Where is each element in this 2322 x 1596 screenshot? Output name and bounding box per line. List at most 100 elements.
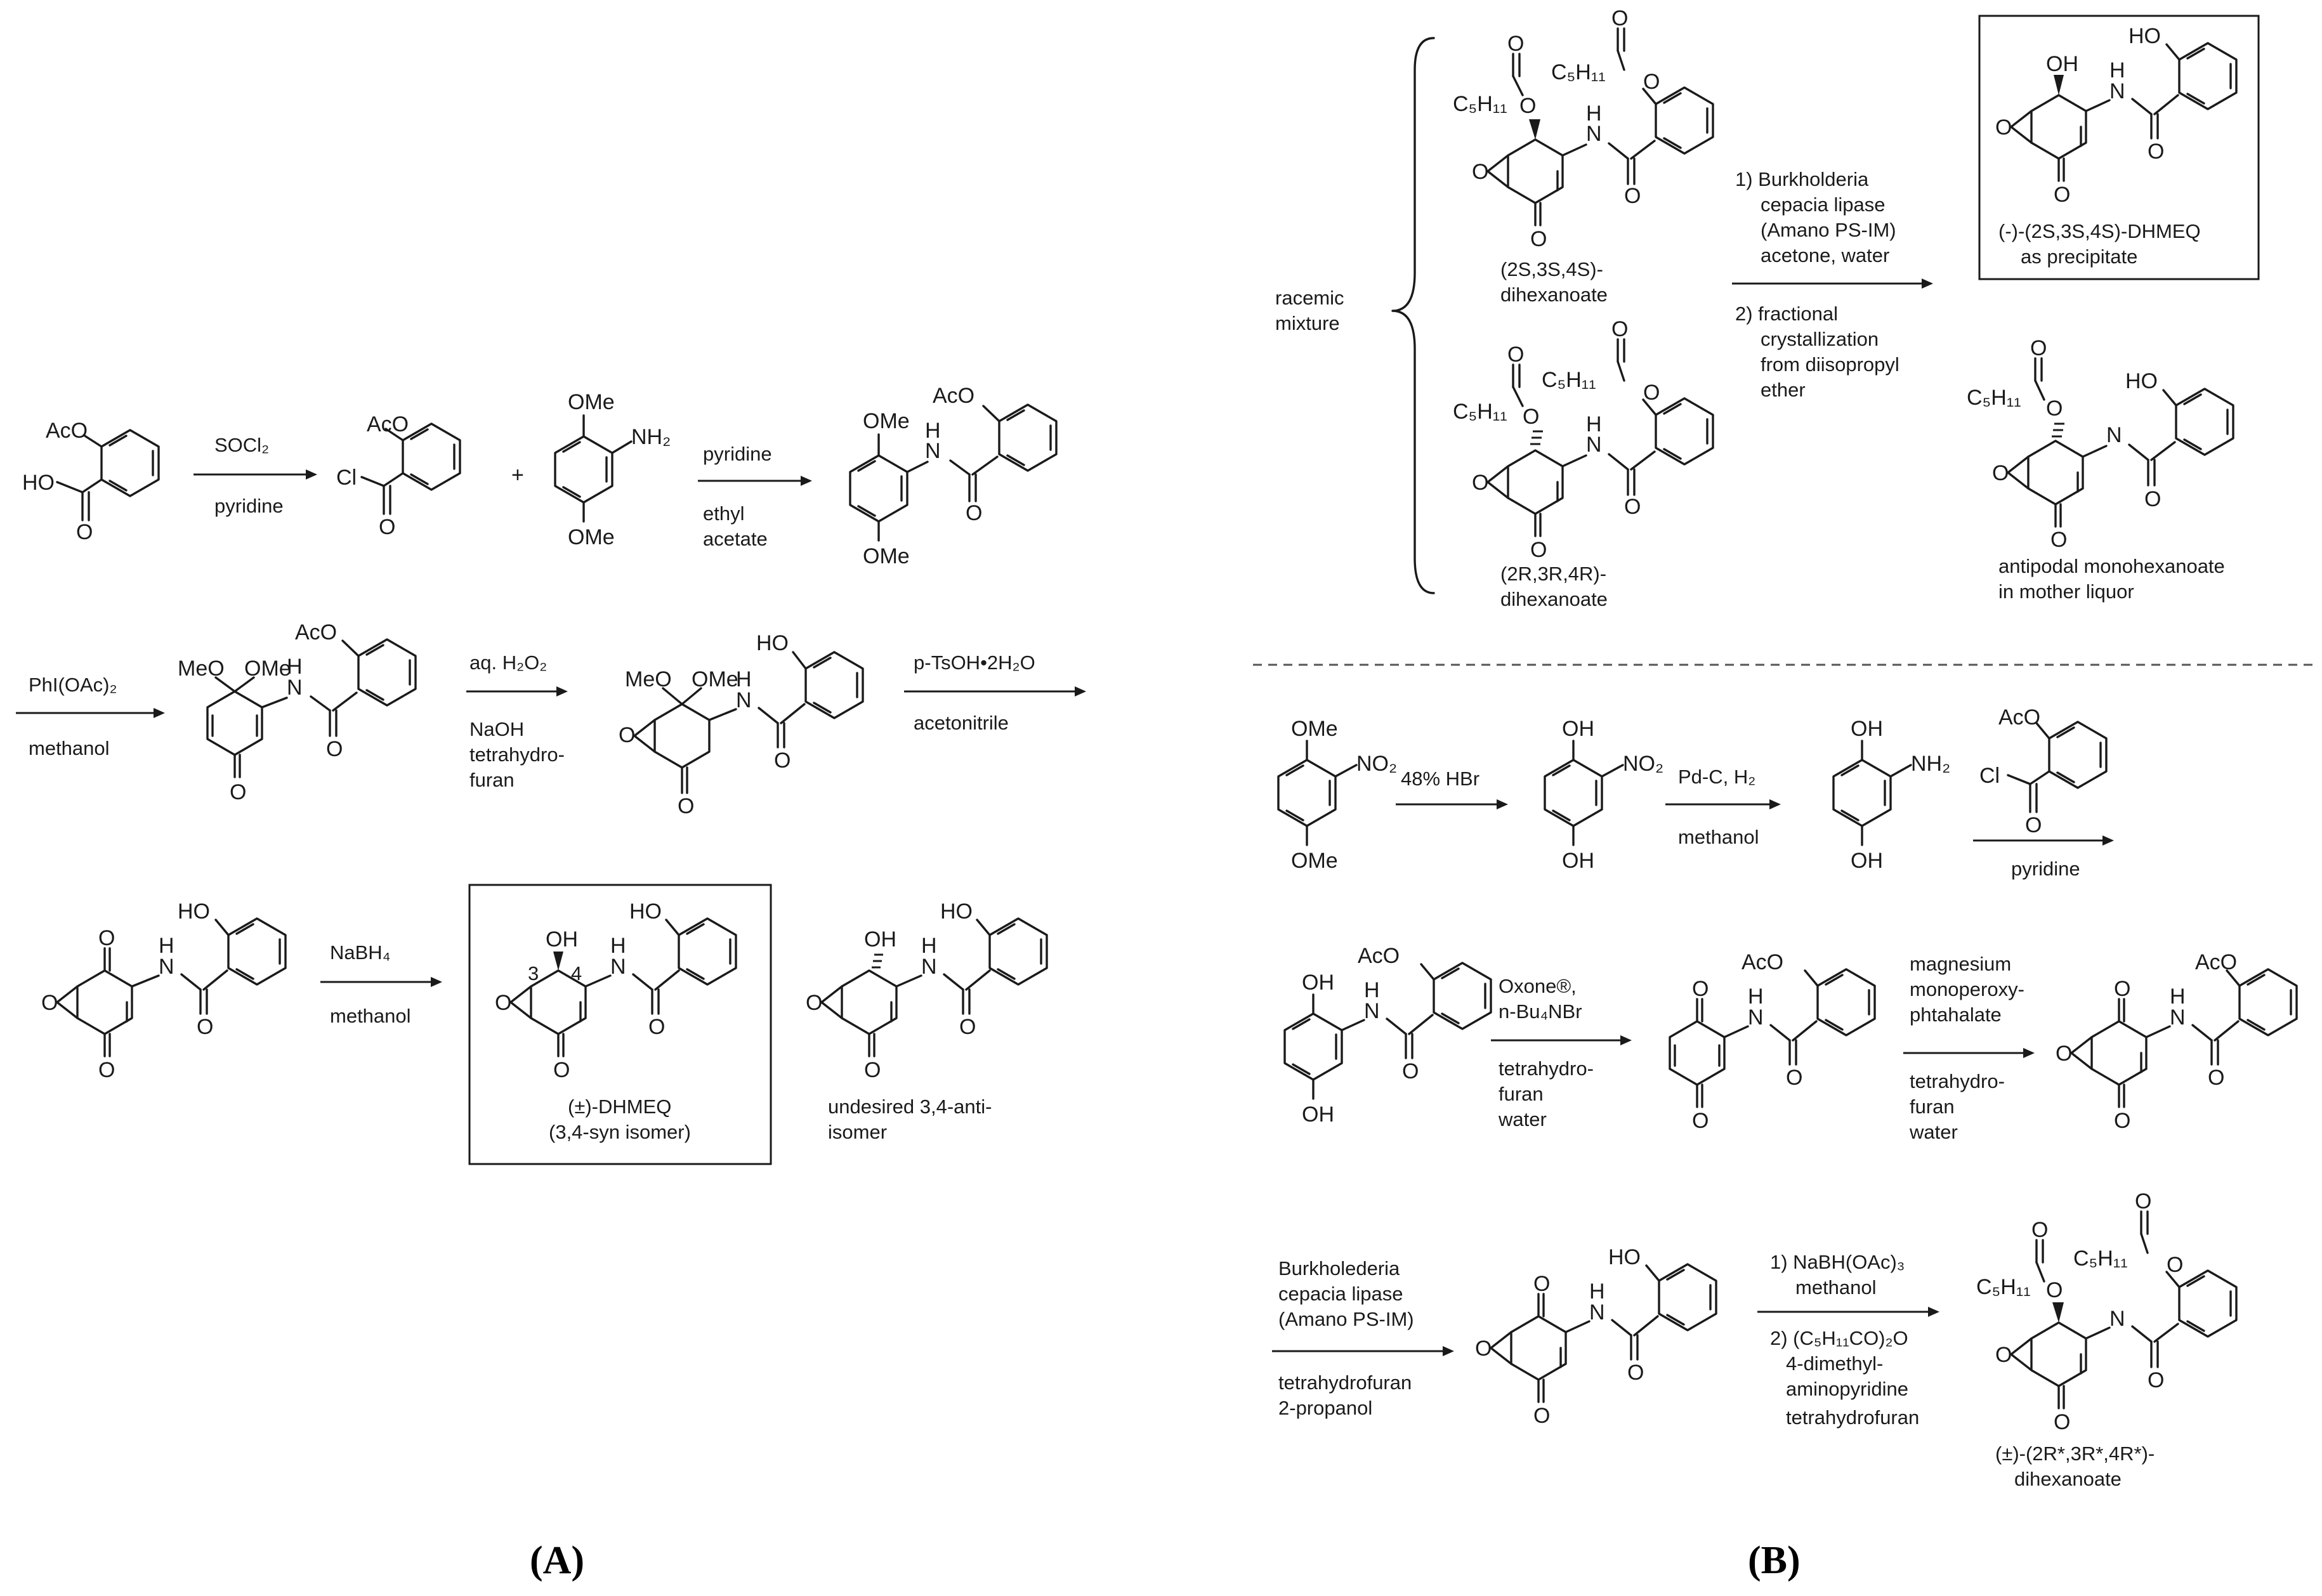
svg-text:tetrahydro-: tetrahydro- (469, 743, 565, 766)
svg-text:O: O (1692, 977, 1709, 1001)
svg-text:pyridine: pyridine (214, 495, 284, 517)
racemic-label-1: racemic (1275, 287, 1344, 309)
svg-text:Cl: Cl (1979, 764, 2000, 788)
svg-text:methanol: methanol (29, 737, 110, 759)
svg-text:O: O (1472, 160, 1488, 184)
svg-text:methanol: methanol (1678, 826, 1759, 848)
svg-text:HO: HO (178, 899, 210, 924)
svg-text:H: H (921, 934, 937, 958)
svg-text:O: O (2050, 528, 2067, 552)
svg-text:O: O (1507, 32, 1524, 56)
svg-text:crystallization: crystallization (1761, 328, 1879, 350)
arrow-b7: 1) NaBH(OAc)₃ methanol 2) (C₅H₁₁CO)₂O 4-… (1757, 1251, 1939, 1429)
svg-text:O: O (98, 926, 115, 950)
svg-text:NO₂: NO₂ (1623, 752, 1663, 776)
svg-text:2-propanol: 2-propanol (1278, 1397, 1372, 1419)
arrow-resolution: 1) Burkholderia cepacia lipase (Amano PS… (1732, 168, 1933, 401)
svg-text:methanol: methanol (1795, 1276, 1877, 1298)
svg-text:2) (C₅H₁₁CO)₂O: 2) (C₅H₁₁CO)₂O (1770, 1327, 1908, 1349)
svg-text:HO: HO (940, 899, 973, 924)
svg-text:AcO: AcO (1742, 950, 1783, 974)
arrow-b2: Pd-C, H₂ methanol (1665, 766, 1781, 848)
dimethoxyaniline: OMe NH₂ OMe (554, 390, 671, 549)
svg-text:dihexanoate: dihexanoate (2014, 1468, 2122, 1490)
svg-text:OH: OH (1302, 971, 1334, 995)
svg-text:H: H (159, 934, 174, 958)
ss-dihexanoate: O O O C₅H₁₁ O O C₅H₁₁ N H O O (2S,3S,4S)… (1453, 6, 1714, 306)
svg-text:O: O (2208, 1066, 2224, 1090)
svg-text:water: water (1498, 1108, 1547, 1130)
svg-text:H: H (1748, 984, 1764, 1009)
svg-text:O: O (1533, 1404, 1550, 1428)
svg-text:OMe: OMe (568, 525, 615, 549)
svg-text:NO₂: NO₂ (1356, 752, 1397, 776)
svg-text:N: N (2170, 1005, 2186, 1030)
svg-text:Cl: Cl (336, 466, 357, 490)
racemic-label-2: mixture (1275, 312, 1340, 334)
svg-text:N: N (1364, 999, 1380, 1023)
svg-text:C₅H₁₁: C₅H₁₁ (1967, 386, 2021, 410)
dhmeq-enantiomer: O OH N H HO O O (-)-(2S,3S,4S)-DHMEQ as … (1995, 24, 2238, 268)
panel-label-a: (A) (530, 1539, 584, 1582)
svg-text:C₅H₁₁: C₅H₁₁ (1453, 92, 1507, 116)
svg-text:NaOH: NaOH (469, 718, 524, 740)
svg-text:tetrahydrofuran: tetrahydrofuran (1278, 1371, 1412, 1394)
svg-text:C₅H₁₁: C₅H₁₁ (1453, 400, 1507, 424)
svg-text:dihexanoate: dihexanoate (1500, 284, 1608, 306)
svg-text:O: O (1507, 343, 1524, 367)
svg-text:O: O (2025, 813, 2042, 837)
svg-text:O: O (98, 1058, 115, 1082)
svg-text:tetrahydro-: tetrahydro- (1910, 1070, 2005, 1092)
svg-text:48% HBr: 48% HBr (1401, 768, 1479, 790)
svg-text:N: N (921, 955, 937, 979)
svg-text:furan: furan (1499, 1083, 1544, 1105)
svg-text:AcO: AcO (933, 384, 974, 408)
dhmeq-box (468, 884, 772, 1165)
svg-text:H: H (1589, 1279, 1605, 1304)
svg-text:O: O (2046, 396, 2063, 421)
svg-text:O: O (553, 1058, 570, 1082)
svg-text:(2S,3S,4S)-: (2S,3S,4S)- (1500, 258, 1603, 280)
svg-text:methanol: methanol (330, 1005, 411, 1027)
svg-text:as precipitate: as precipitate (2021, 245, 2137, 268)
nitrohydroquinone: OH NO₂ OH (1544, 717, 1663, 873)
svg-text:O: O (379, 515, 395, 539)
arrow-a2: pyridine ethyl acetate (698, 443, 812, 550)
arrow-b3: pyridine (1973, 835, 2114, 880)
anti-label-1: undesired 3,4-anti- (828, 1096, 992, 1118)
arrow-a4: aq. H₂O₂ NaOH tetrahydro- furan (466, 651, 568, 791)
svg-text:AcO: AcO (367, 412, 409, 436)
arrow-a6: NaBH₄ methanol (320, 941, 442, 1027)
svg-text:SOCl₂: SOCl₂ (214, 434, 269, 456)
svg-text:AcO: AcO (2195, 950, 2237, 974)
amido-hydroquinone: OH N H AcO O OH (1283, 944, 1492, 1127)
acetylsalicylic-acid: AcO HO O (22, 419, 160, 544)
svg-text:H: H (925, 419, 941, 443)
quinone-amide: O O N H AcO O (1669, 950, 1876, 1133)
svg-text:O: O (966, 501, 982, 525)
svg-text:O: O (2148, 140, 2164, 164)
svg-text:O: O (1530, 538, 1547, 562)
svg-text:4: 4 (571, 962, 582, 984)
svg-text:antipodal monohexanoate: antipodal monohexanoate (1998, 555, 2225, 577)
svg-text:O: O (806, 991, 822, 1015)
svg-text:1) Burkholderia: 1) Burkholderia (1735, 168, 1869, 190)
svg-text:NH₂: NH₂ (631, 425, 671, 449)
svg-text:O: O (197, 1015, 213, 1039)
svg-text:O: O (864, 1058, 881, 1082)
svg-text:HO: HO (756, 631, 789, 655)
arrow-b1: 48% HBr (1396, 768, 1508, 809)
svg-text:O: O (2054, 183, 2070, 207)
svg-text:OH: OH (1562, 849, 1594, 873)
svg-text:MeO: MeO (178, 657, 225, 681)
arrow-b4: Oxone®, n-Bu₄NBr tetrahydro- furan water (1491, 975, 1632, 1130)
svg-text:O: O (1530, 227, 1547, 251)
svg-text:pyridine: pyridine (2011, 858, 2080, 880)
svg-text:O: O (1475, 1337, 1492, 1361)
svg-text:OMe: OMe (692, 667, 738, 691)
hydroxy-epoxyquinone: O O O N H HO O (1475, 1245, 1717, 1428)
aminohydroquinone: OH NH₂ OH (1832, 717, 1950, 873)
svg-text:N: N (1589, 1300, 1605, 1325)
racemic-brace (1391, 37, 1435, 594)
svg-text:H: H (2109, 58, 2125, 82)
